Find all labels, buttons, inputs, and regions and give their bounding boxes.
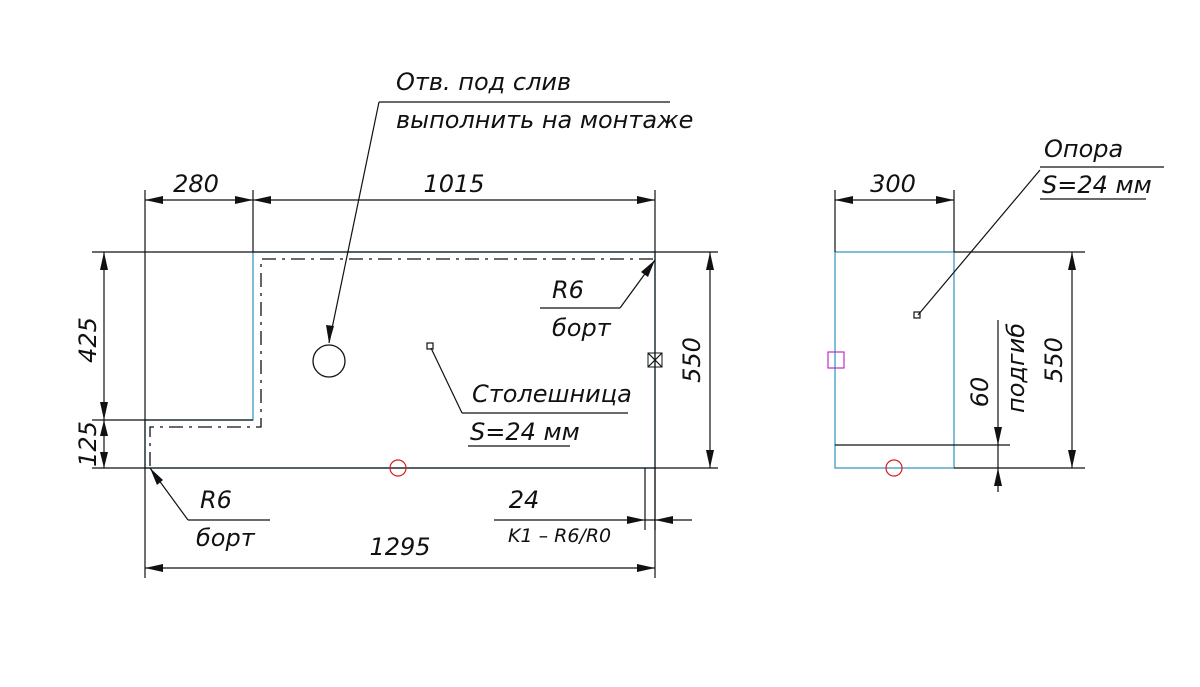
arrow-head xyxy=(150,468,163,485)
arrow-head xyxy=(835,196,853,204)
support-name-text: Опора xyxy=(1044,135,1123,163)
arrow-head xyxy=(706,450,714,468)
dim-text-550: 550 xyxy=(678,337,706,383)
dim-text-bend-note: подгиб xyxy=(1002,323,1030,413)
drain-hole xyxy=(312,344,346,378)
bort-edge-line xyxy=(149,258,653,466)
red-marker xyxy=(885,459,903,477)
drain-note-line2: выполнить на монтаже xyxy=(396,106,693,134)
red-marker xyxy=(389,459,407,477)
arrow-head xyxy=(706,252,714,270)
arrow-head xyxy=(145,564,163,572)
arrow-head xyxy=(655,516,673,524)
radius-top-note: борт xyxy=(552,314,612,342)
arrow-head xyxy=(936,196,954,204)
edge-note-text: K1 – R6/R0 xyxy=(508,525,611,547)
mount-marker-cross xyxy=(647,352,663,368)
dim-text-550-right: 550 xyxy=(1040,337,1068,383)
radius-top-text: R6 xyxy=(552,276,584,304)
magenta-marker xyxy=(827,351,845,369)
support-thickness-text: S=24 мм xyxy=(1042,171,1152,199)
arrow-head xyxy=(100,252,108,270)
support-outline xyxy=(834,251,955,469)
dim-text-280: 280 xyxy=(173,170,219,198)
countertop-view: 280 1015 425 125 550 1295 24 K1 – R6 xyxy=(74,68,718,578)
arrow-head xyxy=(253,196,271,204)
arrow-head xyxy=(100,452,108,468)
edge-value-text: 24 xyxy=(509,486,540,514)
dim-text-60: 60 xyxy=(966,377,994,408)
arrow-head xyxy=(326,325,334,343)
arrow-head xyxy=(145,196,163,204)
drain-note-line1: Отв. под слив xyxy=(396,68,571,96)
part-name-text: Столешница xyxy=(472,380,632,408)
part-leader xyxy=(430,347,463,414)
dim-text-300: 300 xyxy=(870,170,916,198)
arrow-head xyxy=(1068,450,1076,468)
radius-bottom-text: R6 xyxy=(200,486,232,514)
support-view: 300 550 60 подгиб Опора S=24 мм xyxy=(827,135,1164,492)
dim-text-125: 125 xyxy=(74,421,102,467)
arrow-head xyxy=(994,468,1002,486)
arrow-head xyxy=(637,196,655,204)
arrow-head xyxy=(637,564,655,572)
part-marker xyxy=(426,342,434,350)
dim-text-1015: 1015 xyxy=(423,170,484,198)
arrow-head xyxy=(235,196,253,204)
part-marker xyxy=(913,311,921,319)
arrow-head xyxy=(1068,252,1076,270)
radius-bottom-note: борт xyxy=(196,524,256,552)
arrow-head xyxy=(627,516,645,524)
part-leader xyxy=(917,169,1041,316)
dim-text-1295: 1295 xyxy=(369,533,430,561)
arrow-head xyxy=(100,420,108,436)
dim-text-425: 425 xyxy=(74,317,102,363)
arrow-head xyxy=(994,427,1002,445)
arrow-head xyxy=(100,402,108,420)
mount-marker xyxy=(647,352,663,368)
part-thickness-text: S=24 мм xyxy=(470,418,580,446)
arrow-head xyxy=(641,260,655,277)
drain-leader xyxy=(328,101,380,344)
